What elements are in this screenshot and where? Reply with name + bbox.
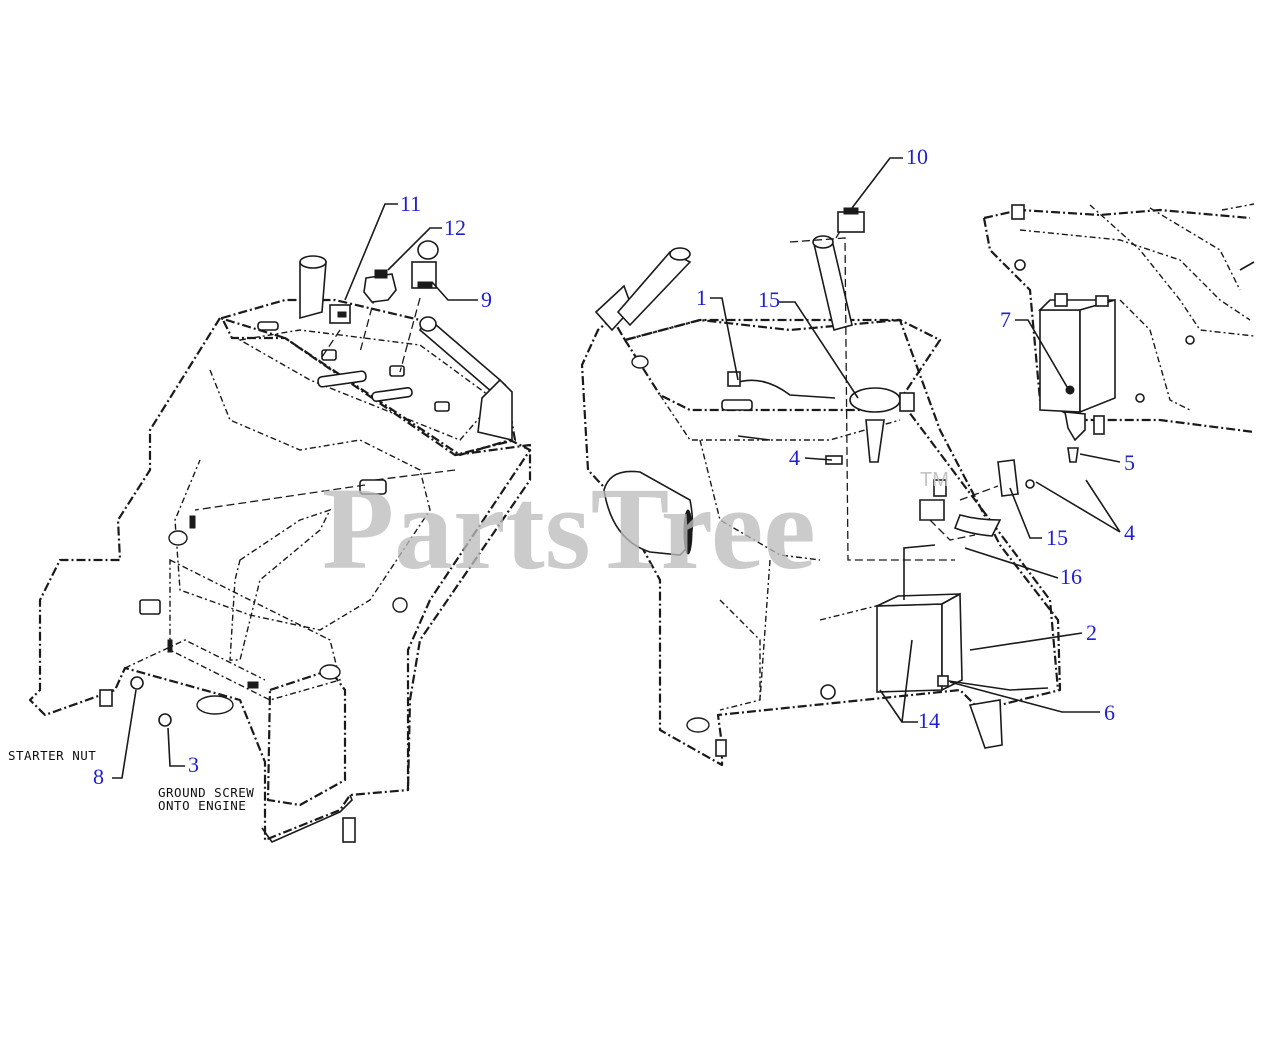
middle-components — [825, 207, 1076, 693]
callout-10: 10 — [906, 144, 928, 169]
middle-left-post — [616, 251, 692, 327]
callout-5: 5 — [1124, 450, 1135, 475]
left-lever-post — [299, 261, 327, 320]
callout-8: 8 — [93, 764, 104, 789]
callout-7: 7 — [1000, 307, 1011, 332]
svg-text:TM: TM — [920, 469, 949, 491]
callout-2: 2 — [1086, 620, 1097, 645]
callout-11: 11 — [400, 191, 421, 216]
watermark: PartsTree TM — [322, 463, 949, 594]
notes: STARTER NUT GROUND SCREW ONTO ENGINE — [8, 748, 254, 813]
callout-14: 14 — [918, 708, 940, 733]
callout-15-bottom: 15 — [1046, 525, 1068, 550]
callout-4-left: 4 — [789, 445, 800, 470]
battery — [876, 603, 943, 693]
brake-switch — [997, 459, 1019, 497]
battery-hold-down — [953, 514, 1002, 537]
callout-3: 3 — [188, 752, 199, 777]
note-ground-screw-1: GROUND SCREW — [158, 785, 254, 800]
seat-switch-plunger — [865, 419, 885, 463]
tab-bracket — [342, 817, 356, 843]
starter-nut — [130, 676, 144, 690]
retaining-pin — [1067, 447, 1079, 463]
note-starter-nut: STARTER NUT — [8, 748, 96, 763]
floor-hole — [196, 695, 234, 715]
right-frame-assembly — [982, 203, 1255, 463]
relay-module — [1039, 309, 1081, 413]
svg-text:PartsTree: PartsTree — [322, 463, 816, 594]
callout-15-top: 15 — [758, 287, 780, 312]
callout-6: 6 — [1104, 700, 1115, 725]
middle-frame-assembly — [580, 217, 1062, 767]
callout-4-right: 4 — [1124, 520, 1135, 545]
callout-16: 16 — [1060, 564, 1082, 589]
ground-bolt — [820, 684, 836, 700]
left-components — [130, 240, 439, 727]
callout-9: 9 — [481, 287, 492, 312]
note-ground-screw-2: ONTO ENGINE — [158, 798, 246, 813]
ground-screw — [158, 713, 172, 727]
reverse-switch — [837, 211, 865, 233]
ignition-switch — [363, 273, 397, 303]
callout-12: 12 — [444, 215, 466, 240]
callout-1: 1 — [696, 285, 707, 310]
leader-lines — [112, 157, 1121, 779]
left-frame-assembly — [28, 255, 532, 843]
callout-labels: 11 12 9 3 8 10 1 15 4 7 5 4 15 16 2 6 14 — [93, 144, 1135, 789]
